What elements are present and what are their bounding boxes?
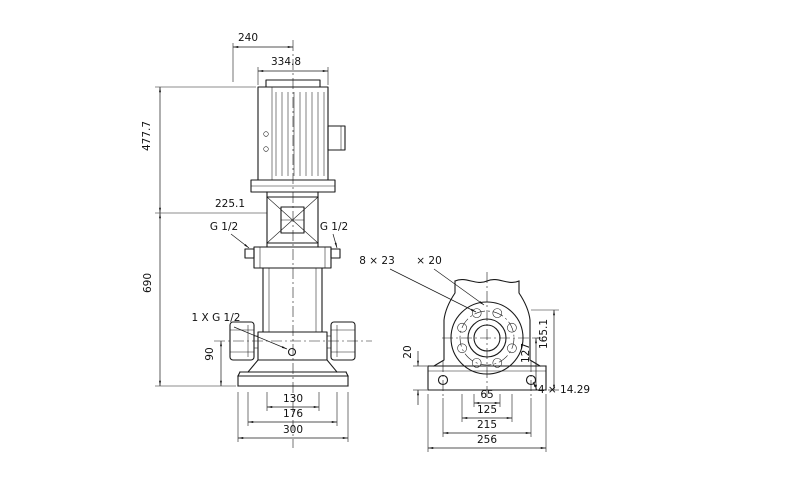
plug-right [330, 248, 341, 259]
label-flange-holes: 8 × 23 [359, 255, 395, 267]
dim-label-65: 65 [480, 389, 493, 401]
drain-plug [287, 347, 297, 357]
dim-label-334-8: 334.8 [271, 56, 301, 68]
centerlines [214, 40, 540, 448]
dim-label-176: 176 [283, 408, 303, 420]
dim-label-130: 130 [283, 393, 303, 405]
extension-lines [155, 43, 559, 452]
pump-head [253, 246, 332, 269]
dim-label-165-1: 165.1 [538, 319, 550, 349]
flange-face [450, 301, 524, 375]
base-hole-left [437, 374, 449, 386]
leader-drain-plug [233, 326, 288, 350]
dim-label-690: 690 [142, 273, 154, 293]
dim-label-300: 300 [283, 424, 303, 436]
dimension-labels: 240 334.8 477.7 690 225.1 G 1/2 G 1/2 1 … [141, 32, 590, 446]
dimension-lines [159, 46, 555, 449]
suction-flange [229, 321, 255, 361]
label-drain-plug: 1 X G 1/2 [192, 312, 241, 324]
label-plug-right: G 1/2 [320, 221, 348, 233]
dim-label-477-7: 477.7 [141, 121, 153, 151]
right-view-base-flange [427, 279, 547, 391]
body-right-profile [518, 280, 541, 367]
flange-details [230, 325, 355, 357]
label-flange-holes-2: × 20 [416, 255, 442, 267]
body-left-profile [433, 280, 456, 367]
flange-bolt-holes [457, 308, 517, 368]
flange-outer-circle [450, 301, 524, 375]
dim-label-90: 90 [204, 347, 216, 360]
terminal-box [327, 125, 346, 151]
pump-base [237, 359, 349, 387]
discharge-flange [330, 321, 356, 361]
dim-label-225-1: 225.1 [215, 198, 245, 210]
flange-raised-face [467, 318, 507, 358]
dim-label-240: 240 [238, 32, 258, 44]
label-plug-left: G 1/2 [210, 221, 238, 233]
dim-label-215: 215 [477, 419, 497, 431]
leader-plug-right [332, 233, 338, 249]
leader-base-holes [532, 381, 538, 391]
leader-flange-holes-2 [433, 268, 485, 306]
left-view-pump-elevation [229, 79, 356, 387]
pump-casing [257, 331, 328, 361]
dim-label-256: 256 [477, 434, 497, 446]
motor-cooling-fins [251, 87, 342, 187]
dim-label-20: 20 [402, 345, 414, 358]
section-break-line [454, 279, 520, 283]
flange-bore [473, 324, 501, 352]
motor-bolt-upper [263, 131, 269, 137]
dim-label-127: 127 [520, 343, 532, 363]
leader-flange-holes-1 [389, 268, 477, 313]
coupling-lantern [266, 191, 319, 248]
dim-label-125: 125 [477, 404, 497, 416]
motor-bolt-lower [263, 146, 269, 152]
plug-left [244, 248, 255, 259]
bolt-circle-centerline [459, 310, 515, 366]
leader-plug-left [230, 233, 250, 249]
chamber-stack [262, 267, 323, 333]
label-base-holes: 4 × 14.29 [538, 384, 590, 396]
base-plate [427, 365, 547, 391]
